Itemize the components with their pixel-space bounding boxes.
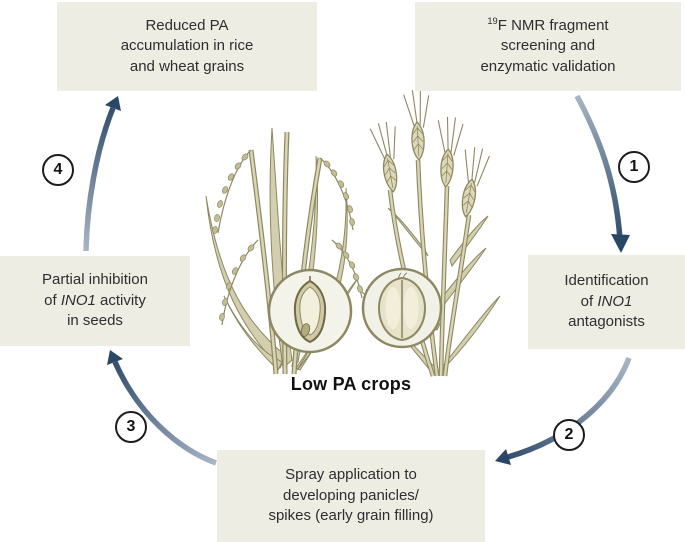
wheat-grain-inset	[361, 267, 443, 349]
cycle-arrow-2	[495, 357, 632, 465]
cycle-arrow-4	[83, 96, 121, 252]
cycle-arrow-3	[107, 350, 217, 466]
step-badge-4: 4	[42, 154, 74, 186]
cycle-arrow-1	[574, 94, 630, 253]
arrowhead-4	[105, 96, 121, 111]
arrowhead-1	[611, 234, 630, 253]
step-badge-3: 3	[115, 411, 147, 443]
wheat-plant-illustration	[361, 88, 501, 377]
arrowhead-3	[107, 350, 123, 365]
step-badge-1: 1	[618, 151, 650, 183]
rice-grain-inset	[267, 268, 353, 354]
rice-plant-illustration	[205, 127, 364, 375]
rice-panicles	[211, 149, 364, 326]
step-badge-2: 2	[553, 419, 585, 451]
center-caption: Low PA crops	[290, 374, 412, 394]
arrowhead-2	[495, 449, 511, 465]
wheat-spikes	[368, 88, 492, 220]
